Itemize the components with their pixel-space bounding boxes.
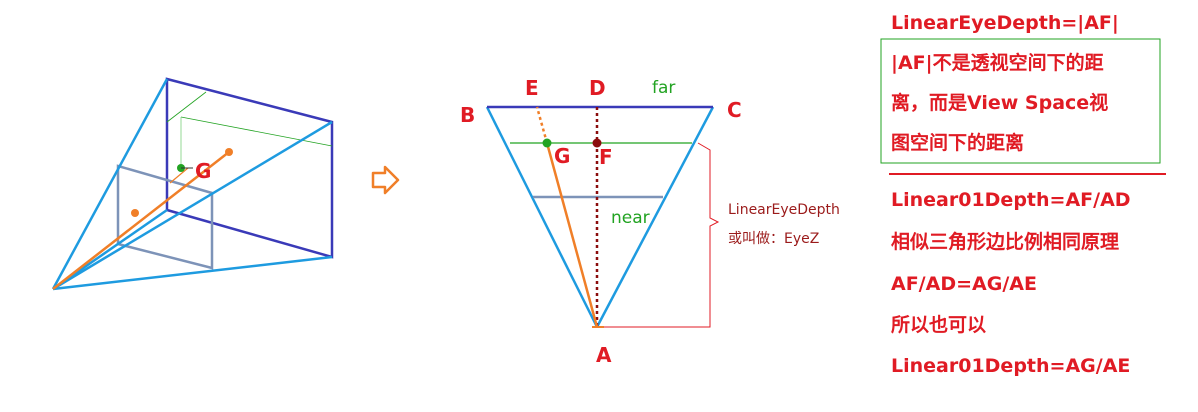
edge-ab bbox=[485, 106, 599, 328]
frustum-edge-top-left bbox=[51, 78, 169, 290]
ray-far-point bbox=[225, 148, 233, 156]
depth-bracket bbox=[604, 142, 720, 328]
equation-line-4: 所以也可以 bbox=[891, 313, 986, 336]
panel-title: LinearEyeDepth=|AF| bbox=[891, 12, 1119, 34]
label-c: C bbox=[727, 98, 742, 122]
ray-ag bbox=[545, 142, 599, 328]
far-label: far bbox=[652, 78, 675, 98]
edge-ac bbox=[595, 106, 715, 328]
bracket-note-line2: 或叫做：EyeZ bbox=[728, 231, 819, 247]
label-g: G bbox=[554, 144, 570, 168]
view-ray bbox=[52, 151, 230, 290]
middle-frustum-section: E D B C G F A far near LinearEyeDepth 或叫… bbox=[460, 76, 840, 367]
point-f bbox=[592, 138, 602, 148]
right-explanation-panel: LinearEyeDepth=|AF| |AF|不是透视空间下的距 离，而是Vi… bbox=[880, 12, 1166, 377]
bracket-note-line1: LinearEyeDepth bbox=[728, 202, 840, 218]
equation-line-1: Linear01Depth=AF/AD bbox=[891, 189, 1131, 211]
label-f: F bbox=[599, 145, 613, 169]
label-g-3d: G bbox=[195, 159, 211, 183]
near-label: near bbox=[611, 208, 650, 228]
box-line-2: 离，而是View Space视 bbox=[891, 91, 1108, 114]
left-frustum-3d: G bbox=[51, 77, 334, 291]
box-line-1: |AF|不是透视空间下的距 bbox=[891, 51, 1104, 74]
equation-line-2: 相似三角形边比例相同原理 bbox=[891, 230, 1119, 253]
near-plane bbox=[116, 164, 214, 270]
label-e: E bbox=[525, 76, 539, 100]
note-box bbox=[880, 38, 1161, 164]
frustum-edge-bottom-right bbox=[52, 255, 333, 291]
point-g bbox=[542, 138, 552, 148]
label-a: A bbox=[596, 343, 612, 367]
ray-near-point bbox=[131, 209, 139, 217]
frustum-edge-bottom-left bbox=[52, 208, 168, 291]
equation-line-3: AF/AD=AG/AE bbox=[891, 273, 1037, 295]
far-plane-guide-h bbox=[180, 116, 333, 147]
equation-line-5: Linear01Depth=AG/AE bbox=[891, 355, 1130, 377]
box-line-3: 图空间下的距离 bbox=[891, 131, 1024, 154]
frustum-edge-top-right bbox=[52, 120, 333, 291]
hollow-right-arrow-icon bbox=[371, 165, 400, 195]
far-plane-guide-diag bbox=[166, 91, 207, 123]
label-d: D bbox=[589, 76, 606, 100]
label-b: B bbox=[460, 103, 475, 127]
ray-ge-dotted bbox=[535, 106, 549, 144]
ray-orange-mid bbox=[169, 167, 189, 184]
